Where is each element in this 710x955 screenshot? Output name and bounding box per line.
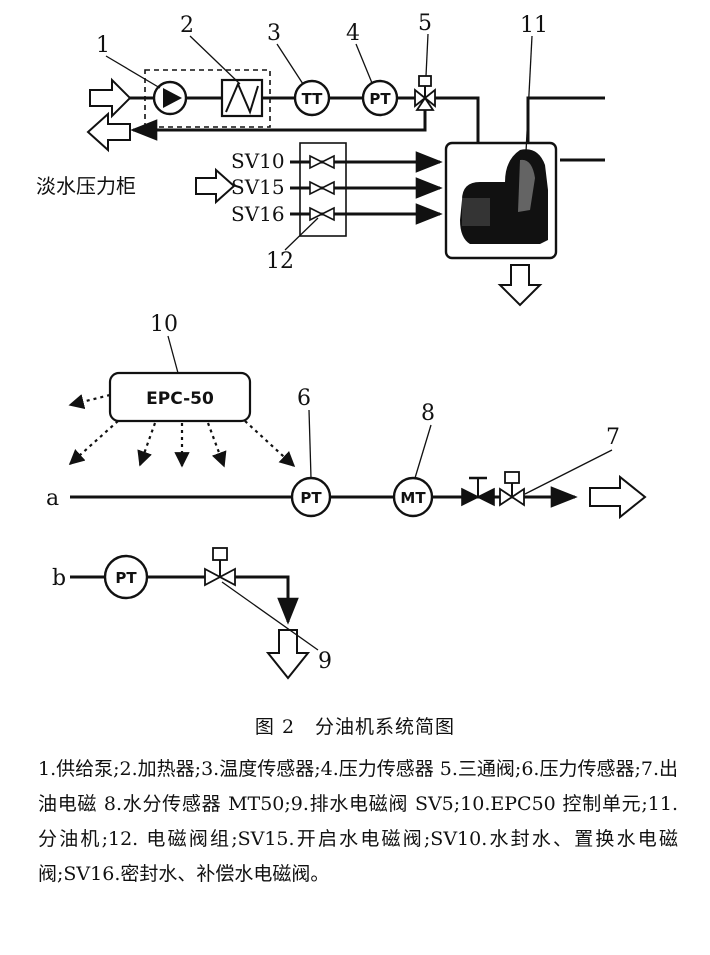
callout-7: 7 bbox=[606, 425, 620, 450]
sv10-label: SV10 bbox=[231, 149, 285, 173]
line-a-outlet-arrow bbox=[589, 474, 647, 520]
figure-caption: 图 2 分油机系统简图 bbox=[254, 716, 456, 738]
oil-outlet-solenoid-valve bbox=[499, 471, 525, 507]
line-a-label: a bbox=[46, 486, 59, 511]
pressure-sensor-a: PT bbox=[290, 476, 332, 518]
pt-top-label: PT bbox=[369, 90, 391, 108]
return-arrow bbox=[86, 111, 131, 153]
callout-6: 6 bbox=[297, 386, 311, 411]
sv15-line bbox=[290, 177, 443, 199]
pressure-sensor-b: PT bbox=[103, 554, 149, 600]
drain-solenoid-valve bbox=[204, 547, 236, 587]
sv15-label: SV15 bbox=[231, 175, 285, 199]
line-b-label: b bbox=[52, 566, 66, 591]
separator-outlet-1 bbox=[526, 96, 605, 150]
manual-valve bbox=[461, 476, 495, 507]
tt-label: TT bbox=[302, 90, 324, 108]
drain-outlet-arrow bbox=[265, 629, 311, 680]
callout-9: 9 bbox=[318, 649, 332, 674]
callout-12: 12 bbox=[266, 249, 294, 274]
three-way-valve bbox=[414, 75, 436, 111]
fresh-water-arrow bbox=[195, 167, 236, 205]
sv16-label: SV16 bbox=[231, 202, 285, 226]
separator-system-diagram: TT PT 淡水压力柜 SV10 SV15 SV16 bbox=[36, 11, 647, 680]
callout-8: 8 bbox=[421, 401, 435, 426]
fresh-water-cabinet-label: 淡水压力柜 bbox=[36, 174, 136, 198]
oil-separator bbox=[444, 141, 558, 260]
supply-pump bbox=[152, 80, 188, 116]
drain-line bbox=[235, 575, 299, 625]
separator-drain-arrow bbox=[497, 264, 543, 307]
sv16-line bbox=[290, 203, 443, 225]
pt-b-label: PT bbox=[115, 569, 137, 587]
sv10-line bbox=[290, 151, 443, 173]
pt-a-label: PT bbox=[300, 489, 322, 507]
moisture-sensor: MT bbox=[392, 476, 434, 518]
figure-legend: 1.供给泵;2.加热器;3.温度传感器;4.压力传感器 5.三通阀;6.压力传感… bbox=[38, 758, 678, 885]
callout-1: 1 bbox=[96, 33, 110, 58]
inlet-arrow bbox=[89, 77, 132, 119]
callout-2: 2 bbox=[180, 13, 194, 38]
feed-to-separator-line bbox=[435, 96, 480, 143]
epc50-label: EPC-50 bbox=[146, 389, 214, 409]
controller-signal-arrows bbox=[68, 393, 296, 468]
pressure-sensor-top: PT bbox=[361, 79, 399, 117]
callout-11: 11 bbox=[520, 13, 548, 38]
mt-label: MT bbox=[400, 489, 426, 507]
callout-4: 4 bbox=[346, 21, 360, 46]
callout-3: 3 bbox=[267, 21, 281, 46]
callout-5: 5 bbox=[418, 11, 432, 36]
heater bbox=[220, 78, 264, 118]
epc50-controller: EPC-50 bbox=[108, 371, 252, 423]
return-line bbox=[130, 110, 427, 141]
temperature-sensor: TT bbox=[293, 79, 331, 117]
callout-10: 10 bbox=[150, 312, 178, 337]
